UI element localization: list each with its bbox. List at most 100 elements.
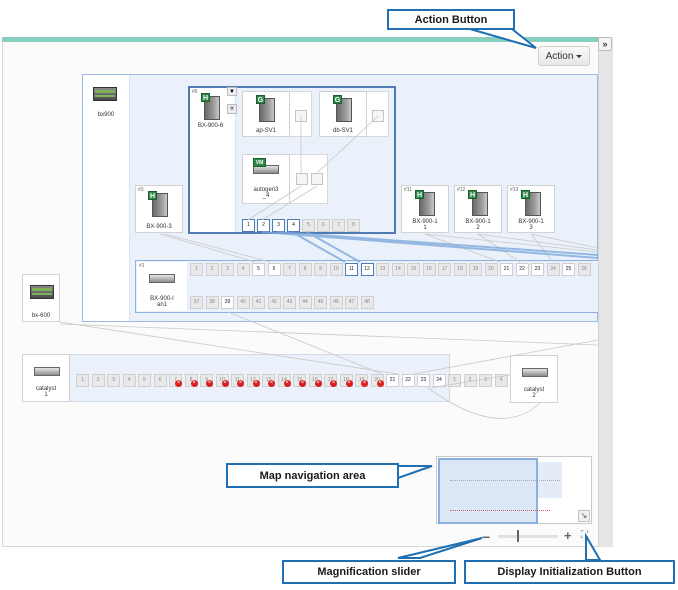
lan-port[interactable]: 41 <box>252 296 265 309</box>
virtual-port[interactable] <box>372 110 384 122</box>
catalyst-port[interactable]: 17× <box>324 374 337 387</box>
blade-port[interactable]: 2 <box>257 219 270 232</box>
lan-port[interactable]: 8 <box>298 263 312 276</box>
blade-server-bx900-12[interactable]: #12 H BX-900-1 2 <box>454 185 502 233</box>
catalyst-port[interactable]: 4 <box>122 374 136 387</box>
catalyst-port[interactable]: 15× <box>293 374 306 387</box>
virtual-port[interactable] <box>311 173 323 185</box>
blade-port[interactable]: 8 <box>347 219 360 232</box>
switch-catalyst1[interactable]: catalyst 1 <box>22 354 70 402</box>
lan-port[interactable]: 18 <box>453 263 467 276</box>
lan-port[interactable]: 15 <box>407 263 420 276</box>
catalyst-port[interactable]: 12× <box>246 374 260 387</box>
blade-port[interactable]: 7 <box>332 219 345 232</box>
catalyst-port[interactable]: 2 <box>463 374 477 387</box>
catalyst-port[interactable]: 7× <box>169 374 182 387</box>
lan-port[interactable]: 16 <box>422 263 436 276</box>
catalyst-port[interactable]: 14× <box>277 374 291 387</box>
lan-port[interactable]: 47 <box>345 296 358 309</box>
zoom-in-button[interactable]: + <box>564 528 572 543</box>
catalyst-port[interactable]: 16× <box>308 374 322 387</box>
magnification-slider-thumb[interactable] <box>517 530 520 542</box>
lan-port[interactable]: 19 <box>469 263 482 276</box>
catalyst-port[interactable]: 4 <box>494 374 508 387</box>
switch-catalyst2[interactable]: catalyst 2 <box>510 355 558 403</box>
catalyst-port[interactable]: 1 <box>76 374 89 387</box>
catalyst-port[interactable]: 21 <box>386 374 399 387</box>
lan-port[interactable]: 24 <box>546 263 560 276</box>
catalyst-port[interactable]: 22 <box>401 374 415 387</box>
lan-port[interactable]: 40 <box>236 296 250 309</box>
chassis-bx600[interactable]: bx-600 <box>22 274 60 322</box>
lan-port[interactable]: 48 <box>360 296 374 309</box>
lan-port[interactable]: 9 <box>314 263 327 276</box>
lan-port[interactable]: 10 <box>329 263 343 276</box>
minimap-viewport[interactable] <box>438 458 538 524</box>
blade-port[interactable]: 4 <box>287 219 300 232</box>
catalyst-port[interactable]: 2 <box>91 374 105 387</box>
guest-node-db-sv1[interactable]: G db-SV1 <box>319 91 367 137</box>
catalyst-port[interactable]: 9× <box>200 374 213 387</box>
lan-port[interactable]: 21 <box>500 263 513 276</box>
lan-port[interactable]: 4 <box>236 263 250 276</box>
blade-server-bx900-11[interactable]: #11 H BX-900-1 1 <box>401 185 449 233</box>
virtual-port[interactable] <box>295 110 307 122</box>
lan-port[interactable]: 26 <box>577 263 591 276</box>
blade-port[interactable]: 6 <box>317 219 330 232</box>
catalyst-port[interactable]: 1 <box>448 374 461 387</box>
catalyst-port[interactable]: 3 <box>107 374 120 387</box>
guest-node-autogen3-4[interactable]: VM autogen3 _4 <box>242 154 290 204</box>
catalyst-port[interactable]: 3 <box>479 374 492 387</box>
catalyst-port[interactable]: 11× <box>231 374 244 387</box>
action-button[interactable]: Action <box>538 46 590 66</box>
expand-side-panel-button[interactable]: » <box>598 37 612 51</box>
blade-port[interactable]: 3 <box>272 219 285 232</box>
lan-port[interactable]: 3 <box>221 263 234 276</box>
catalyst-port[interactable]: 24 <box>432 374 446 387</box>
catalyst-port[interactable]: 18× <box>339 374 353 387</box>
lan-port[interactable]: 37 <box>190 296 203 309</box>
guest-node-ap-sv1[interactable]: G ap-SV1 <box>242 91 290 137</box>
catalyst-port[interactable]: 23 <box>417 374 430 387</box>
catalyst-port[interactable]: 6 <box>153 374 167 387</box>
catalyst-port[interactable]: 5 <box>138 374 151 387</box>
catalyst-port[interactable]: 13× <box>262 374 275 387</box>
lan-port[interactable]: 11 <box>345 263 358 276</box>
lan-switch-bx900-lan1[interactable]: #1 BX-900-I an1 <box>137 262 187 311</box>
lan-port[interactable]: 25 <box>562 263 575 276</box>
magnification-slider[interactable] <box>498 535 558 538</box>
catalyst-port[interactable]: 10× <box>215 374 229 387</box>
lan-port[interactable]: 7 <box>283 263 296 276</box>
lan-port[interactable]: 1 <box>190 263 203 276</box>
lan-port[interactable]: 13 <box>376 263 389 276</box>
virtual-port[interactable] <box>296 173 308 185</box>
lan-port[interactable]: 43 <box>283 296 296 309</box>
catalyst-port[interactable]: 20× <box>370 374 384 387</box>
lan-port[interactable]: 22 <box>515 263 529 276</box>
catalyst-port[interactable]: 8× <box>184 374 198 387</box>
lan-port[interactable]: 17 <box>438 263 451 276</box>
lan-port[interactable]: 38 <box>205 296 219 309</box>
lan-port[interactable]: 23 <box>531 263 544 276</box>
blade-server-bx900-3[interactable]: #3 H BX-900-3 <box>135 185 183 233</box>
lan-port[interactable]: 44 <box>298 296 312 309</box>
lan-port[interactable]: 6 <box>267 263 281 276</box>
lan-port[interactable]: 39 <box>221 296 234 309</box>
lan-port[interactable]: 20 <box>484 263 498 276</box>
lan-port[interactable]: 45 <box>314 296 327 309</box>
chassis-header[interactable]: bx900 <box>83 75 130 321</box>
lan-port[interactable]: 46 <box>329 296 343 309</box>
blade-port[interactable]: 5 <box>302 219 315 232</box>
zoom-out-button[interactable]: − <box>482 529 491 545</box>
lan-port[interactable]: 14 <box>391 263 405 276</box>
lan-port[interactable]: 5 <box>252 263 265 276</box>
catalyst-port[interactable]: 19× <box>355 374 368 387</box>
lan-port[interactable]: 2 <box>205 263 219 276</box>
dropdown-toggle-icon[interactable]: ▼ <box>227 87 237 96</box>
blade-server-bx900-13[interactable]: #13 H BX-900-1 3 <box>507 185 555 233</box>
blade-port[interactable]: 1 <box>242 219 255 232</box>
display-initialization-button[interactable]: ⛶ <box>581 530 588 541</box>
minimap-expand-icon[interactable]: ↘ <box>578 510 590 522</box>
collapse-group-icon[interactable]: « <box>227 104 237 114</box>
lan-port[interactable]: 42 <box>267 296 281 309</box>
